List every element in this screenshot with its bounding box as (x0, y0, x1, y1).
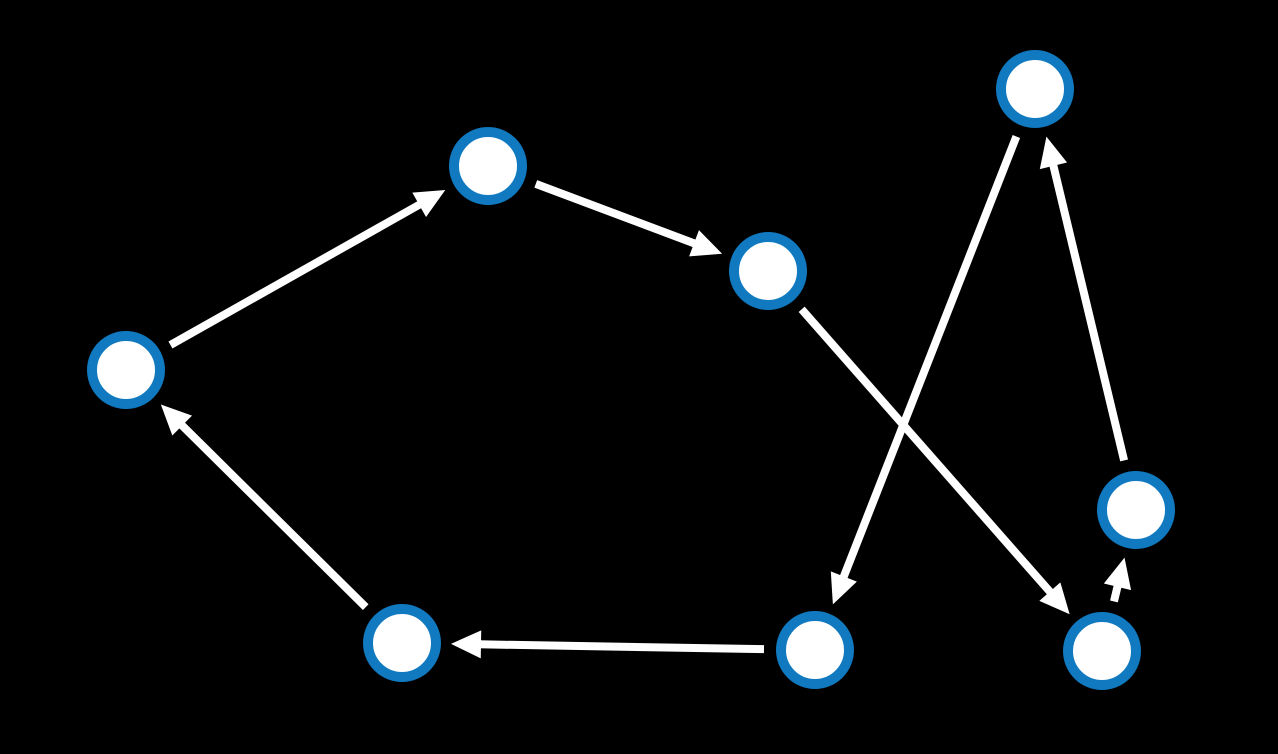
graph-edge-line (168, 200, 423, 349)
graph-edge-line (839, 135, 1021, 580)
graph-node (449, 127, 527, 205)
graph-node (1097, 471, 1175, 549)
graph-node (1063, 612, 1141, 690)
graph-node (363, 604, 441, 682)
arrowhead-icon (1103, 557, 1132, 591)
arrowhead-icon (450, 630, 482, 659)
arrowhead-icon (1039, 136, 1068, 170)
graph-node (996, 50, 1074, 128)
graph-node (87, 331, 165, 409)
arrowhead-icon (689, 230, 723, 257)
graph-edge-line (534, 180, 698, 248)
graph-node (776, 611, 854, 689)
graph-node (729, 232, 807, 310)
arrowhead-icon (412, 190, 446, 217)
arrowhead-icon (1039, 582, 1070, 615)
graph-edge-line (1049, 162, 1128, 462)
graph-edge-line (1110, 583, 1122, 603)
arrowhead-icon (160, 404, 193, 436)
arrowhead-icon (830, 571, 857, 605)
graph-edge-line (177, 421, 369, 610)
graph-edge-line (798, 306, 1055, 596)
graph-edge-line (478, 640, 765, 654)
